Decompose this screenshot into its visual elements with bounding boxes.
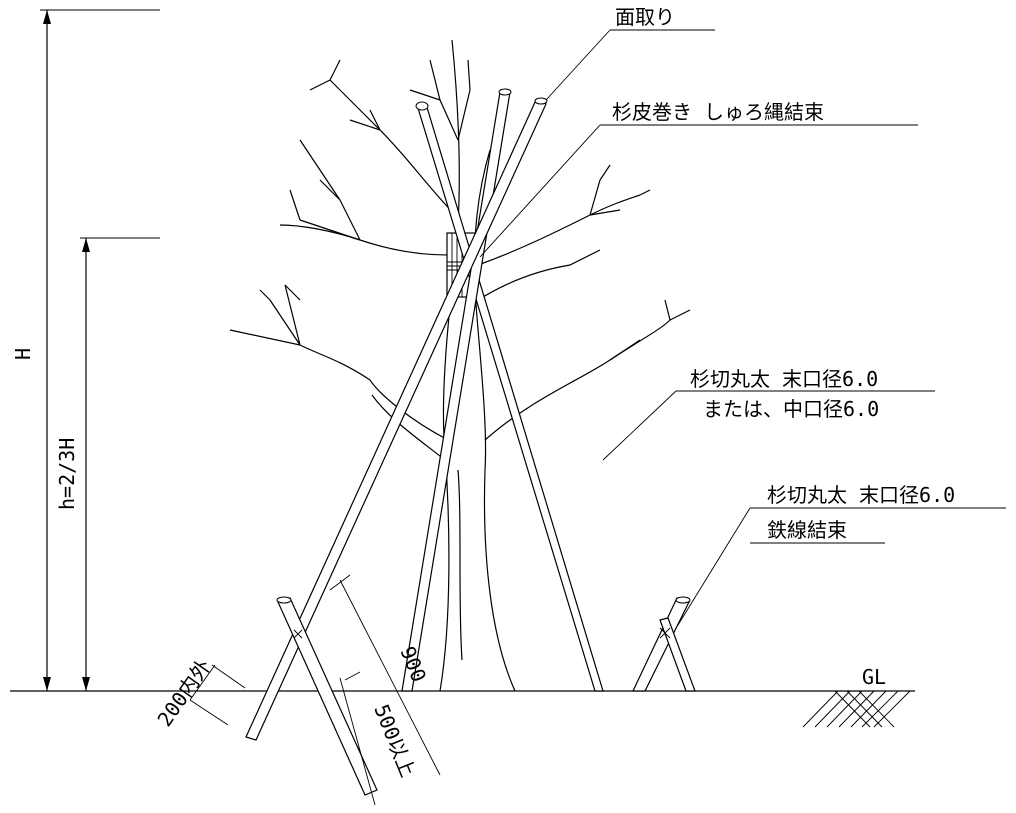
dim-200 (189, 664, 246, 726)
dim-500-900 (329, 574, 441, 806)
label-dim-900: 900 (395, 643, 431, 685)
ground-hatch (802, 690, 911, 728)
height-dimension-h (80, 237, 160, 691)
stake-right (632, 596, 696, 692)
label-log-main-2: または、中口径6.0 (703, 397, 879, 421)
label-height-H: H (11, 348, 35, 360)
label-height-h: h=2/3H (55, 438, 79, 510)
label-wire-binding: 鉄線結束 (767, 518, 847, 542)
label-dim-500: 500以上 (369, 701, 420, 781)
leader-lines (479, 29, 1006, 626)
label-bark-wrap: 杉皮巻き しゅろ縄結束 (612, 100, 824, 124)
height-dimension-H (40, 9, 160, 691)
label-chamfer: 面取り (615, 5, 675, 29)
tree-trunk (439, 39, 516, 692)
stake-left (276, 596, 378, 796)
tree-branches (229, 59, 691, 461)
label-dim-200: 200内外 (152, 655, 215, 731)
label-ground-line: GL (862, 665, 886, 689)
label-log-stake: 杉切丸太 末口径6.0 (767, 483, 955, 507)
support-poles (245, 88, 604, 741)
label-log-main-1: 杉切丸太 末口径6.0 (690, 367, 878, 391)
